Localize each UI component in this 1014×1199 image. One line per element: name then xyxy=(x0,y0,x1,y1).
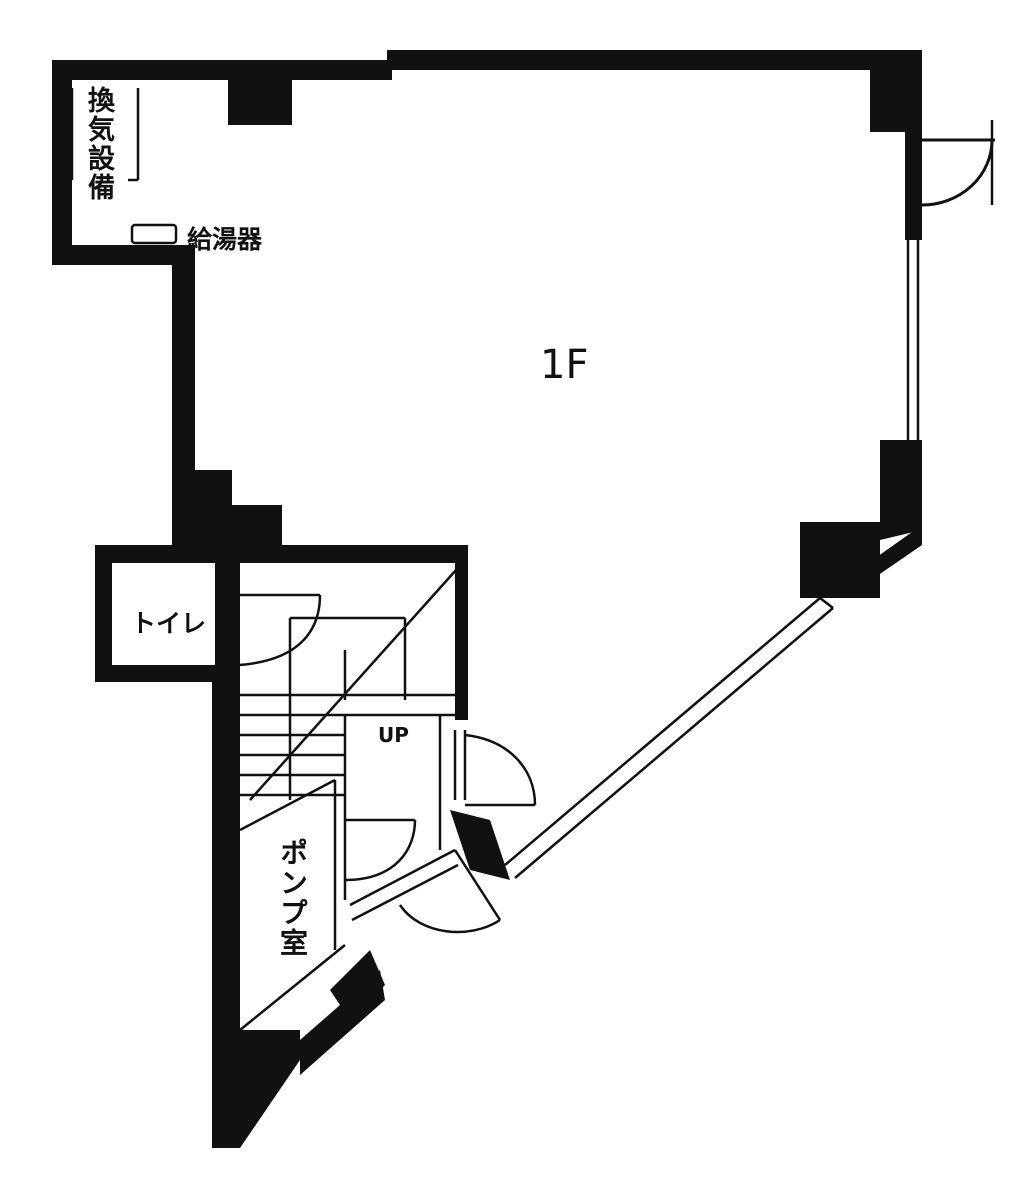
right-diagonal-wall xyxy=(830,525,922,598)
column-left-mid-2 xyxy=(232,505,282,550)
right-wall-lower xyxy=(880,440,922,540)
pump-room xyxy=(212,778,417,1148)
toilet-room xyxy=(95,545,465,682)
water-heater-symbol xyxy=(130,223,178,245)
column-left-mid xyxy=(172,470,232,550)
left-storage-wall xyxy=(52,60,72,265)
floor-label: 1F xyxy=(540,342,589,388)
corner-column-top-left xyxy=(228,78,292,125)
top-left-wall xyxy=(52,60,392,80)
ventilation-label: 換気設備 xyxy=(83,86,114,202)
ventilation-bracket xyxy=(70,88,140,182)
entry-door xyxy=(450,730,537,880)
diagonal-glass-wall xyxy=(504,597,834,879)
storage-bottom-wall xyxy=(52,245,190,265)
toilet-label: トイレ xyxy=(131,609,207,638)
corner-column-top-right xyxy=(870,50,922,132)
exterior-walls xyxy=(52,50,922,598)
lower-door xyxy=(349,848,502,934)
stairs-up-label: UP xyxy=(378,723,409,747)
right-windows xyxy=(906,132,920,440)
water-heater-label: 給湯器 xyxy=(187,225,263,254)
top-wall xyxy=(387,50,922,70)
pump-room-label: ポンプ室 xyxy=(276,838,309,958)
exterior-door-right xyxy=(921,120,995,207)
